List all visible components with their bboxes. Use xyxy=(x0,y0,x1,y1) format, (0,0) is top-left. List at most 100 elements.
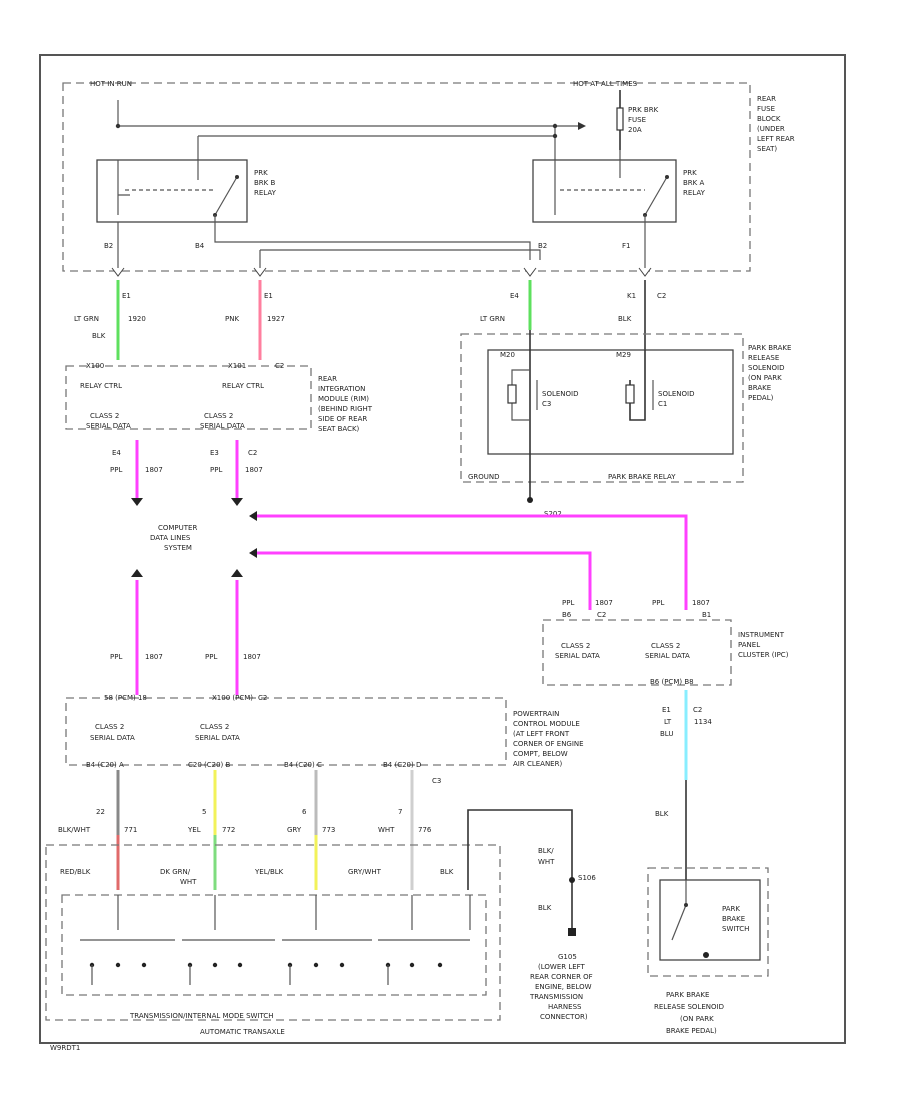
arrow-icon xyxy=(578,122,586,130)
svg-text:AIR CLEANER): AIR CLEANER) xyxy=(513,760,562,768)
svg-text:PANEL: PANEL xyxy=(738,641,760,649)
relay-ctrl-1: RELAY CTRL xyxy=(80,382,122,390)
rear-fuse-block xyxy=(62,82,751,272)
g-blk1: BLK/ xyxy=(538,847,554,855)
ipc-circ-2: 1807 xyxy=(692,599,710,607)
ipc-class2-4: SERIAL DATA xyxy=(645,652,690,660)
ipc-out-conn: C2 xyxy=(693,706,702,714)
w-c-pin: 6 xyxy=(302,808,307,816)
rim-data-pin2: E3 xyxy=(210,449,219,457)
svg-text:CORNER OF ENGINE: CORNER OF ENGINE xyxy=(513,740,584,748)
wire-ppl-ipc-2 xyxy=(255,551,592,610)
pin-b2: B2 xyxy=(104,242,113,250)
svg-text:BRK B: BRK B xyxy=(254,179,275,187)
w-d-circ: 776 xyxy=(418,826,432,834)
rim-conn-2: X101 xyxy=(228,362,246,370)
pin-a-b2: B2 xyxy=(538,242,547,250)
park-brake-relay-outline xyxy=(460,333,744,483)
rim-circ-1: 1807 xyxy=(145,466,163,474)
footer-code: W9RDT1 xyxy=(50,1044,80,1052)
svg-text:ENGINE, BELOW: ENGINE, BELOW xyxy=(535,983,592,991)
wire-blk-ground xyxy=(467,809,573,930)
ipc-out-pin: E1 xyxy=(662,706,671,714)
ipc-out-blk: BLK xyxy=(655,810,669,818)
g-blk3: BLK xyxy=(538,904,552,912)
svg-text:(ON PARK: (ON PARK xyxy=(748,374,782,382)
park-brake-relay-box xyxy=(487,349,734,455)
svg-text:20A: 20A xyxy=(628,126,642,134)
ipc-out-color2: BLU xyxy=(660,730,673,738)
svg-text:TRANSMISSION: TRANSMISSION xyxy=(529,993,583,1001)
ipc-out-color: LT xyxy=(664,718,672,726)
w-a-circ: 771 xyxy=(124,826,137,834)
w-d-color: WHT xyxy=(378,826,395,834)
svg-text:RELEASE SOLENOID: RELEASE SOLENOID xyxy=(654,1003,724,1011)
svg-text:SIDE OF REAR: SIDE OF REAR xyxy=(318,415,367,423)
rim-conn-3: C2 xyxy=(275,362,284,370)
ipc-class2-3: CLASS 2 xyxy=(651,642,680,650)
svg-text:REAR CORNER OF: REAR CORNER OF xyxy=(530,973,593,981)
svg-text:(BEHIND RIGHT: (BEHIND RIGHT xyxy=(318,405,373,413)
rim-data-conn: C2 xyxy=(248,449,257,457)
relay-pin-2: M29 xyxy=(616,351,631,359)
svg-text:INTEGRATION: INTEGRATION xyxy=(318,385,365,393)
pcm-out1-conn: B4 (C20) A xyxy=(86,761,124,769)
svg-text:DATA LINES: DATA LINES xyxy=(150,534,191,542)
relay-b-out xyxy=(214,215,531,260)
svg-text:C1: C1 xyxy=(658,400,667,408)
svg-text:INSTRUMENT: INSTRUMENT xyxy=(738,631,785,639)
ipc-pin-1: B6 xyxy=(562,611,572,619)
rim-class2-a1: CLASS 2 xyxy=(90,412,119,420)
sw-b2-color: WHT xyxy=(180,878,197,886)
ipc-title: INSTRUMENT PANEL CLUSTER (IPC) xyxy=(738,631,789,659)
wire-ppl-ipc-1 xyxy=(255,514,688,610)
pbs-1: PARK xyxy=(722,905,740,913)
label-hot-run: HOT IN RUN xyxy=(90,80,132,88)
ipc-conn-1: C2 xyxy=(597,611,606,619)
relay-ctrl-2: RELAY CTRL xyxy=(222,382,264,390)
svg-text:COMPUTER: COMPUTER xyxy=(158,524,197,532)
ipc-circ-1: 1807 xyxy=(595,599,613,607)
ipc-class2-2: SERIAL DATA xyxy=(555,652,600,660)
g105-label: G105 (LOWER LEFT REAR CORNER OF ENGINE, … xyxy=(529,953,593,1021)
sw-c-color: YEL/BLK xyxy=(254,868,284,876)
svg-text:HARNESS: HARNESS xyxy=(548,1003,582,1011)
pcm-pin: 58 (PCM) 18 xyxy=(104,694,147,702)
w-a-color: BLK/WHT xyxy=(58,826,91,834)
pin-b4: B4 xyxy=(195,242,205,250)
svg-text:REAR: REAR xyxy=(318,375,337,383)
rim-class2-b1: CLASS 2 xyxy=(204,412,233,420)
svg-text:PARK BRAKE: PARK BRAKE xyxy=(748,344,791,352)
arrow-down-icon xyxy=(231,498,243,506)
splice-dot xyxy=(569,877,575,883)
svg-text:CONTROL MODULE: CONTROL MODULE xyxy=(513,720,580,728)
w3-color: LT GRN xyxy=(480,315,505,323)
transmission-internal-mode-switch xyxy=(45,844,501,1021)
rim-class2-b2: SERIAL DATA xyxy=(200,422,245,430)
pcm-out2-conn: C20 (C20) B xyxy=(188,761,231,769)
svg-text:SYSTEM: SYSTEM xyxy=(164,544,192,552)
ipc-pin-2: B1 xyxy=(702,611,711,619)
pcm-class2-a2: SERIAL DATA xyxy=(90,734,135,742)
ground-label: GROUND xyxy=(468,473,500,481)
w2-pin: E1 xyxy=(264,292,273,300)
relay-pin-1: M20 xyxy=(500,351,515,359)
w-c-circ: 773 xyxy=(322,826,335,834)
ground-icon xyxy=(568,928,576,936)
svg-text:PRK: PRK xyxy=(683,169,697,177)
pcm-circ-1: 1807 xyxy=(145,653,163,661)
svg-text:SOLENOID: SOLENOID xyxy=(658,390,694,398)
svg-text:COMPT, BELOW: COMPT, BELOW xyxy=(513,750,568,758)
rim-class2-a2: SERIAL DATA xyxy=(86,422,131,430)
svg-text:BLOCK: BLOCK xyxy=(757,115,781,123)
park-brake-switch-outline xyxy=(647,867,769,977)
svg-text:G105: G105 xyxy=(558,953,577,961)
arrow-up-icon xyxy=(131,569,143,577)
svg-text:PRK BRK: PRK BRK xyxy=(628,106,659,114)
w4-pin: K1 xyxy=(627,292,636,300)
arrow-down-icon xyxy=(131,498,143,506)
svg-text:FUSE: FUSE xyxy=(757,105,775,113)
hot-all-bus xyxy=(197,135,555,160)
svg-text:SOLENOID: SOLENOID xyxy=(748,364,784,372)
splice-label: S202 xyxy=(544,510,562,518)
